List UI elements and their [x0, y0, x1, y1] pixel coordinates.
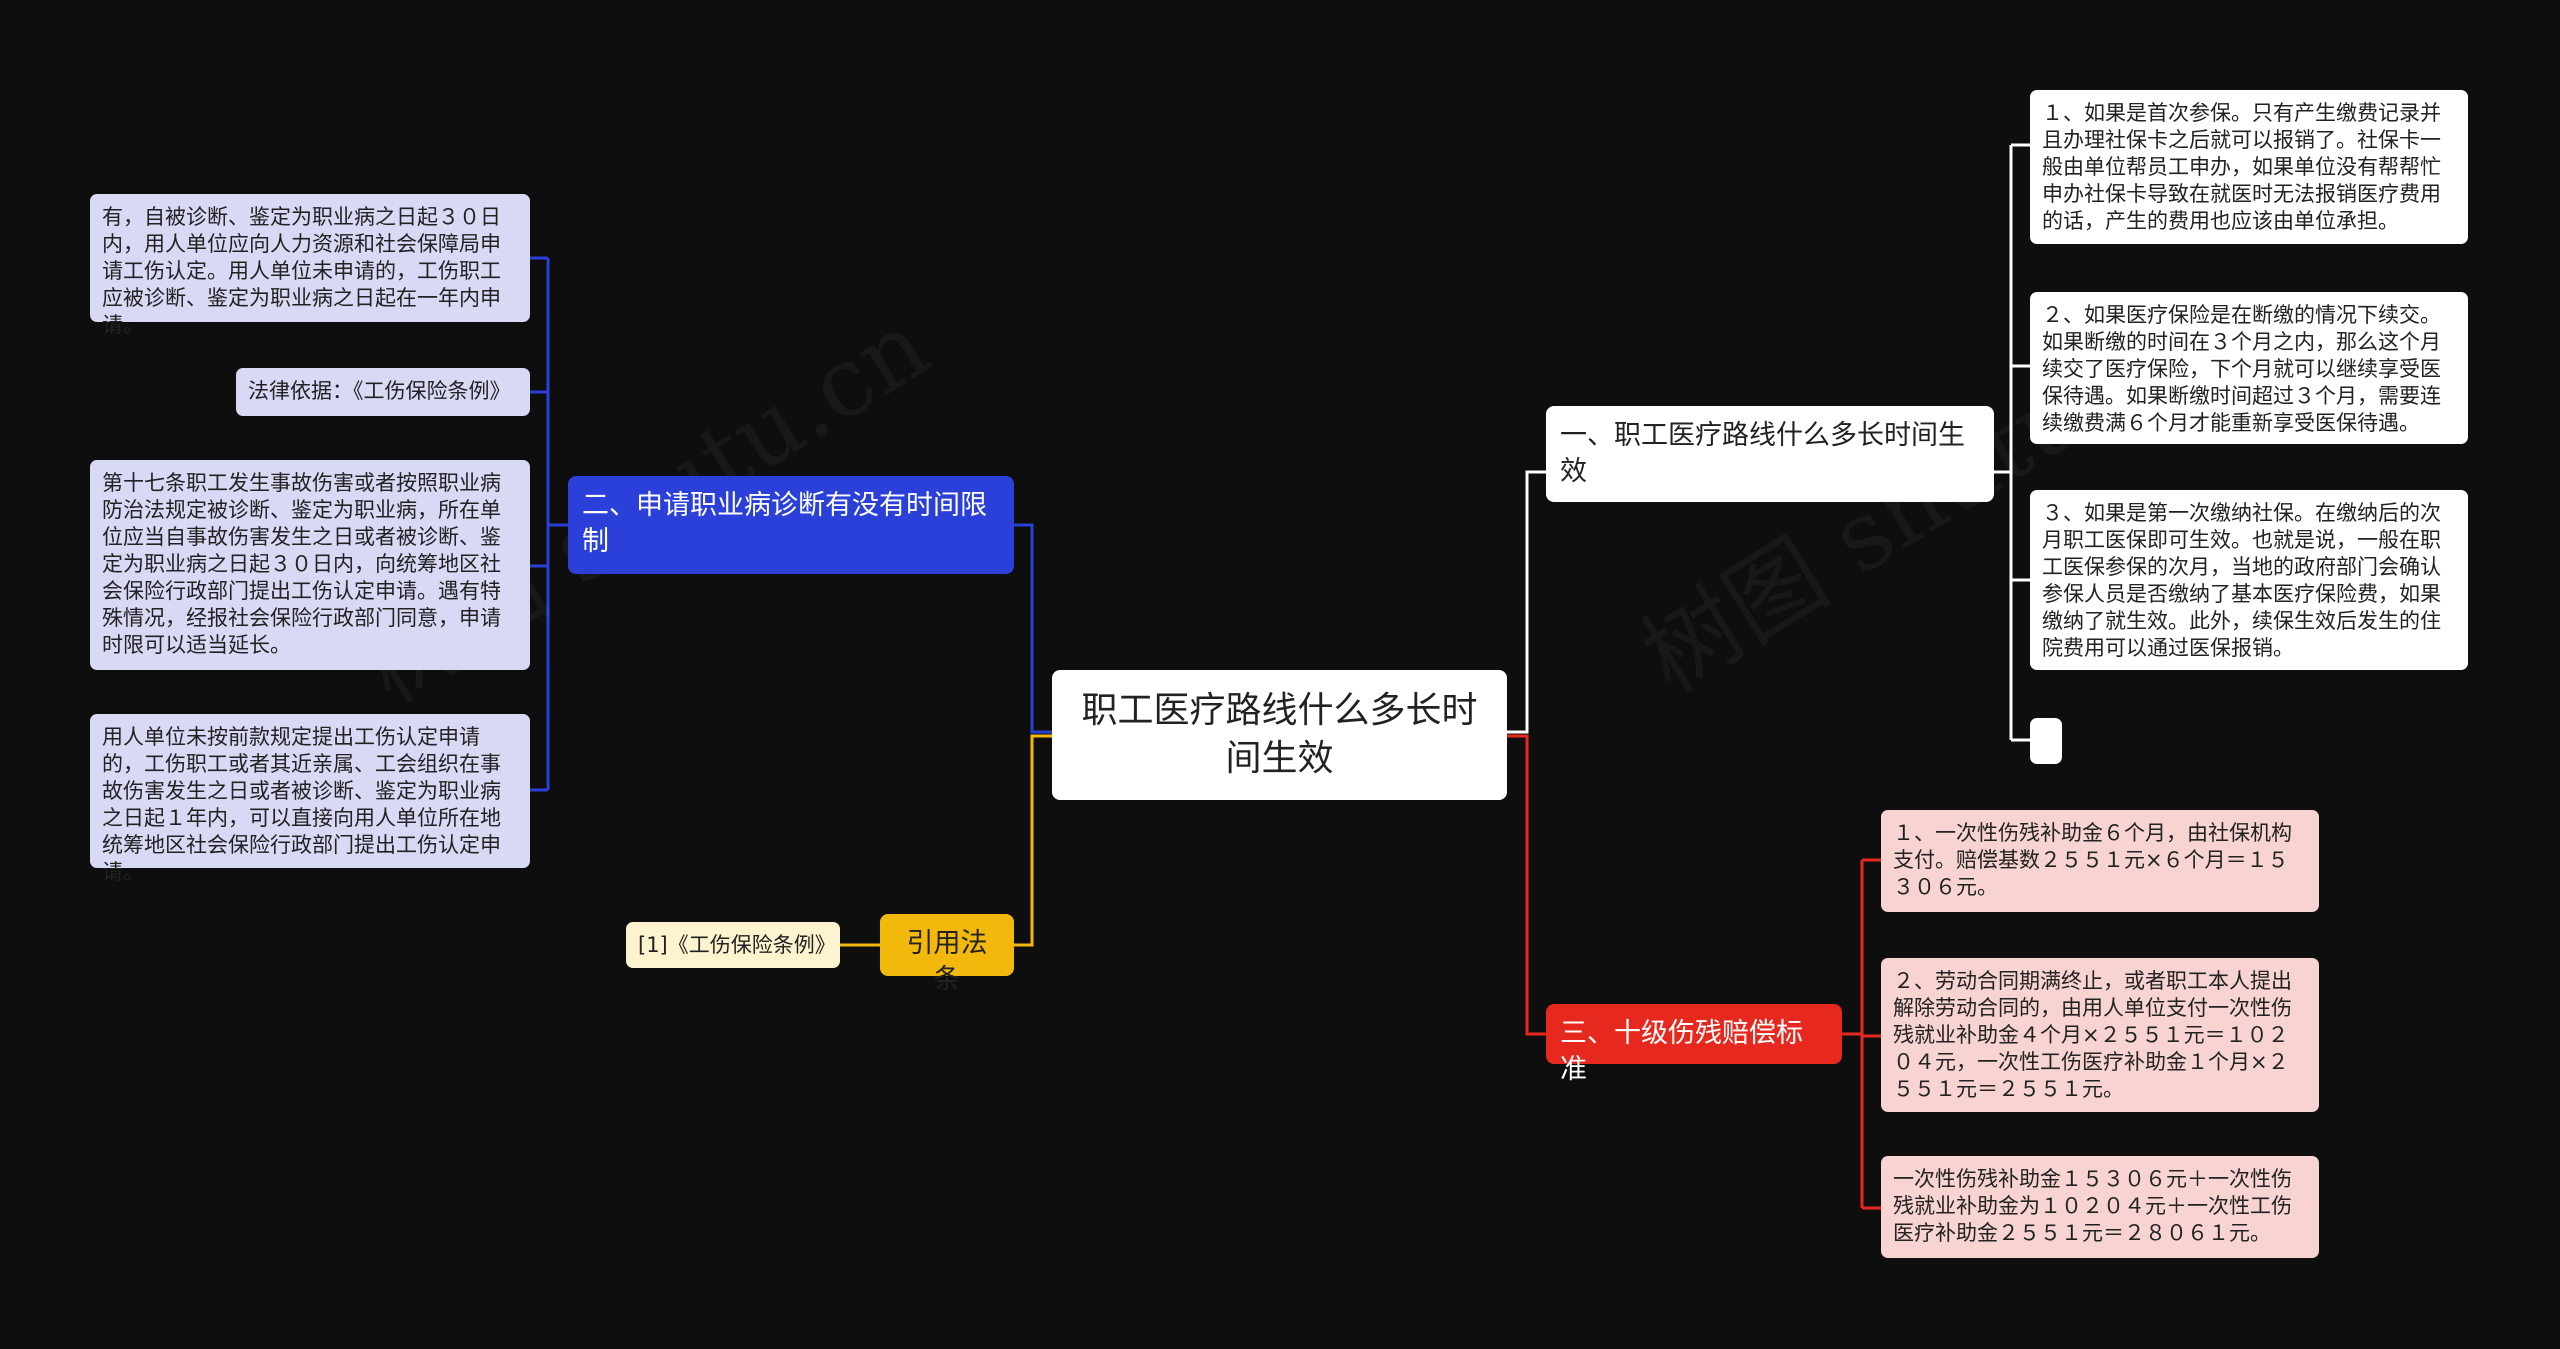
branch-1-item[interactable]: ３、如果是第一次缴纳社保。在缴纳后的次月职工医保即可生效。也就是说，一般在职工医…: [2030, 490, 2468, 670]
branch-1-topic[interactable]: 一、职工医疗路线什么多长时间生效: [1546, 406, 1994, 502]
connector-b1-bracket: [1994, 143, 2030, 742]
root-topic[interactable]: 职工医疗路线什么多长时间生效: [1052, 670, 1507, 800]
branch-3-item[interactable]: １、一次性伤残补助金６个月，由社保机构支付。赔偿基数２５５１元×６个月＝１５３０…: [1881, 810, 2319, 912]
branch-3-item-text: 一次性伤残补助金１５３０６元＋一次性伤残就业补助金为１０２０４元＋一次性工伤医疗…: [1893, 1167, 2292, 1245]
branch-1-item-text: １、如果是首次参保。只有产生缴费记录并且办理社保卡之后就可以报销了。社保卡一般由…: [2042, 101, 2441, 233]
branch-2-label: 二、申请职业病诊断有没有时间限制: [582, 490, 987, 557]
branch-4-topic[interactable]: 引用法条: [880, 914, 1014, 995]
connector-b3-bracket: [1842, 858, 1881, 1210]
branch-2-item[interactable]: 用人单位未按前款规定提出工伤认定申请的，工伤职工或者其近亲属、工会组织在事故伤害…: [90, 714, 530, 884]
branch-2-item-text: 第十七条职工发生事故伤害或者按照职业病防治法规定被诊断、鉴定为职业病，所在单位应…: [102, 471, 501, 657]
branch-3-item[interactable]: 一次性伤残补助金１５３０６元＋一次性伤残就业补助金为１０２０４元＋一次性工伤医疗…: [1881, 1156, 2319, 1258]
branch-2-item-text: 有，自被诊断、鉴定为职业病之日起３０日内，用人单位应向人力资源和社会保障局申请工…: [102, 205, 501, 337]
branch-3-item-text: ２、劳动合同期满终止，或者职工本人提出解除劳动合同的，由用人单位支付一次性伤残就…: [1893, 969, 2292, 1101]
branch-2-item[interactable]: 有，自被诊断、鉴定为职业病之日起３０日内，用人单位应向人力资源和社会保障局申请工…: [90, 194, 530, 337]
branch-1-item-empty[interactable]: [2030, 718, 2062, 764]
branch-2-item-text: 用人单位未按前款规定提出工伤认定申请的，工伤职工或者其近亲属、工会组织在事故伤害…: [102, 725, 501, 884]
branch-1-label: 一、职工医疗路线什么多长时间生效: [1560, 420, 1965, 487]
connector-root-b1: [1507, 470, 1546, 734]
branch-2-topic[interactable]: 二、申请职业病诊断有没有时间限制: [568, 476, 1014, 574]
branch-1-item[interactable]: ２、如果医疗保险是在断缴的情况下续交。如果断缴的时间在３个月之内，那么这个月续交…: [2030, 292, 2468, 444]
branch-4-item-text: [1]《工伤保险条例》: [638, 933, 836, 957]
branch-1-item-text: ３、如果是第一次缴纳社保。在缴纳后的次月职工医保即可生效。也就是说，一般在职工医…: [2042, 501, 2441, 660]
branch-3-item[interactable]: ２、劳动合同期满终止，或者职工本人提出解除劳动合同的，由用人单位支付一次性伤残就…: [1881, 958, 2319, 1112]
connector-b2-bracket: [530, 256, 568, 792]
branch-2-item[interactable]: 法律依据：《工伤保险条例》: [236, 368, 530, 416]
branch-1-item[interactable]: １、如果是首次参保。只有产生缴费记录并且办理社保卡之后就可以报销了。社保卡一般由…: [2030, 90, 2468, 244]
branch-4-item[interactable]: [1]《工伤保险条例》: [626, 922, 840, 968]
branch-2-item[interactable]: 第十七条职工发生事故伤害或者按照职业病防治法规定被诊断、鉴定为职业病，所在单位应…: [90, 460, 530, 670]
branch-1-item-text: ２、如果医疗保险是在断缴的情况下续交。如果断缴的时间在３个月之内，那么这个月续交…: [2042, 303, 2441, 435]
branch-2-item-text: 法律依据：《工伤保险条例》: [248, 379, 511, 403]
connector-root-b4: [1014, 734, 1052, 947]
connector-root-b3: [1507, 734, 1546, 1036]
root-topic-title: 职工医疗路线什么多长时间生效: [1081, 690, 1478, 779]
branch-3-topic[interactable]: 三、十级伤残赔偿标准: [1546, 1004, 1842, 1085]
branch-3-label: 三、十级伤残赔偿标准: [1560, 1018, 1803, 1085]
branch-4-label: 引用法条: [906, 928, 988, 995]
branch-3-item-text: １、一次性伤残补助金６个月，由社保机构支付。赔偿基数２５５１元×６个月＝１５３０…: [1893, 821, 2292, 899]
connector-root-b2: [1014, 523, 1052, 734]
